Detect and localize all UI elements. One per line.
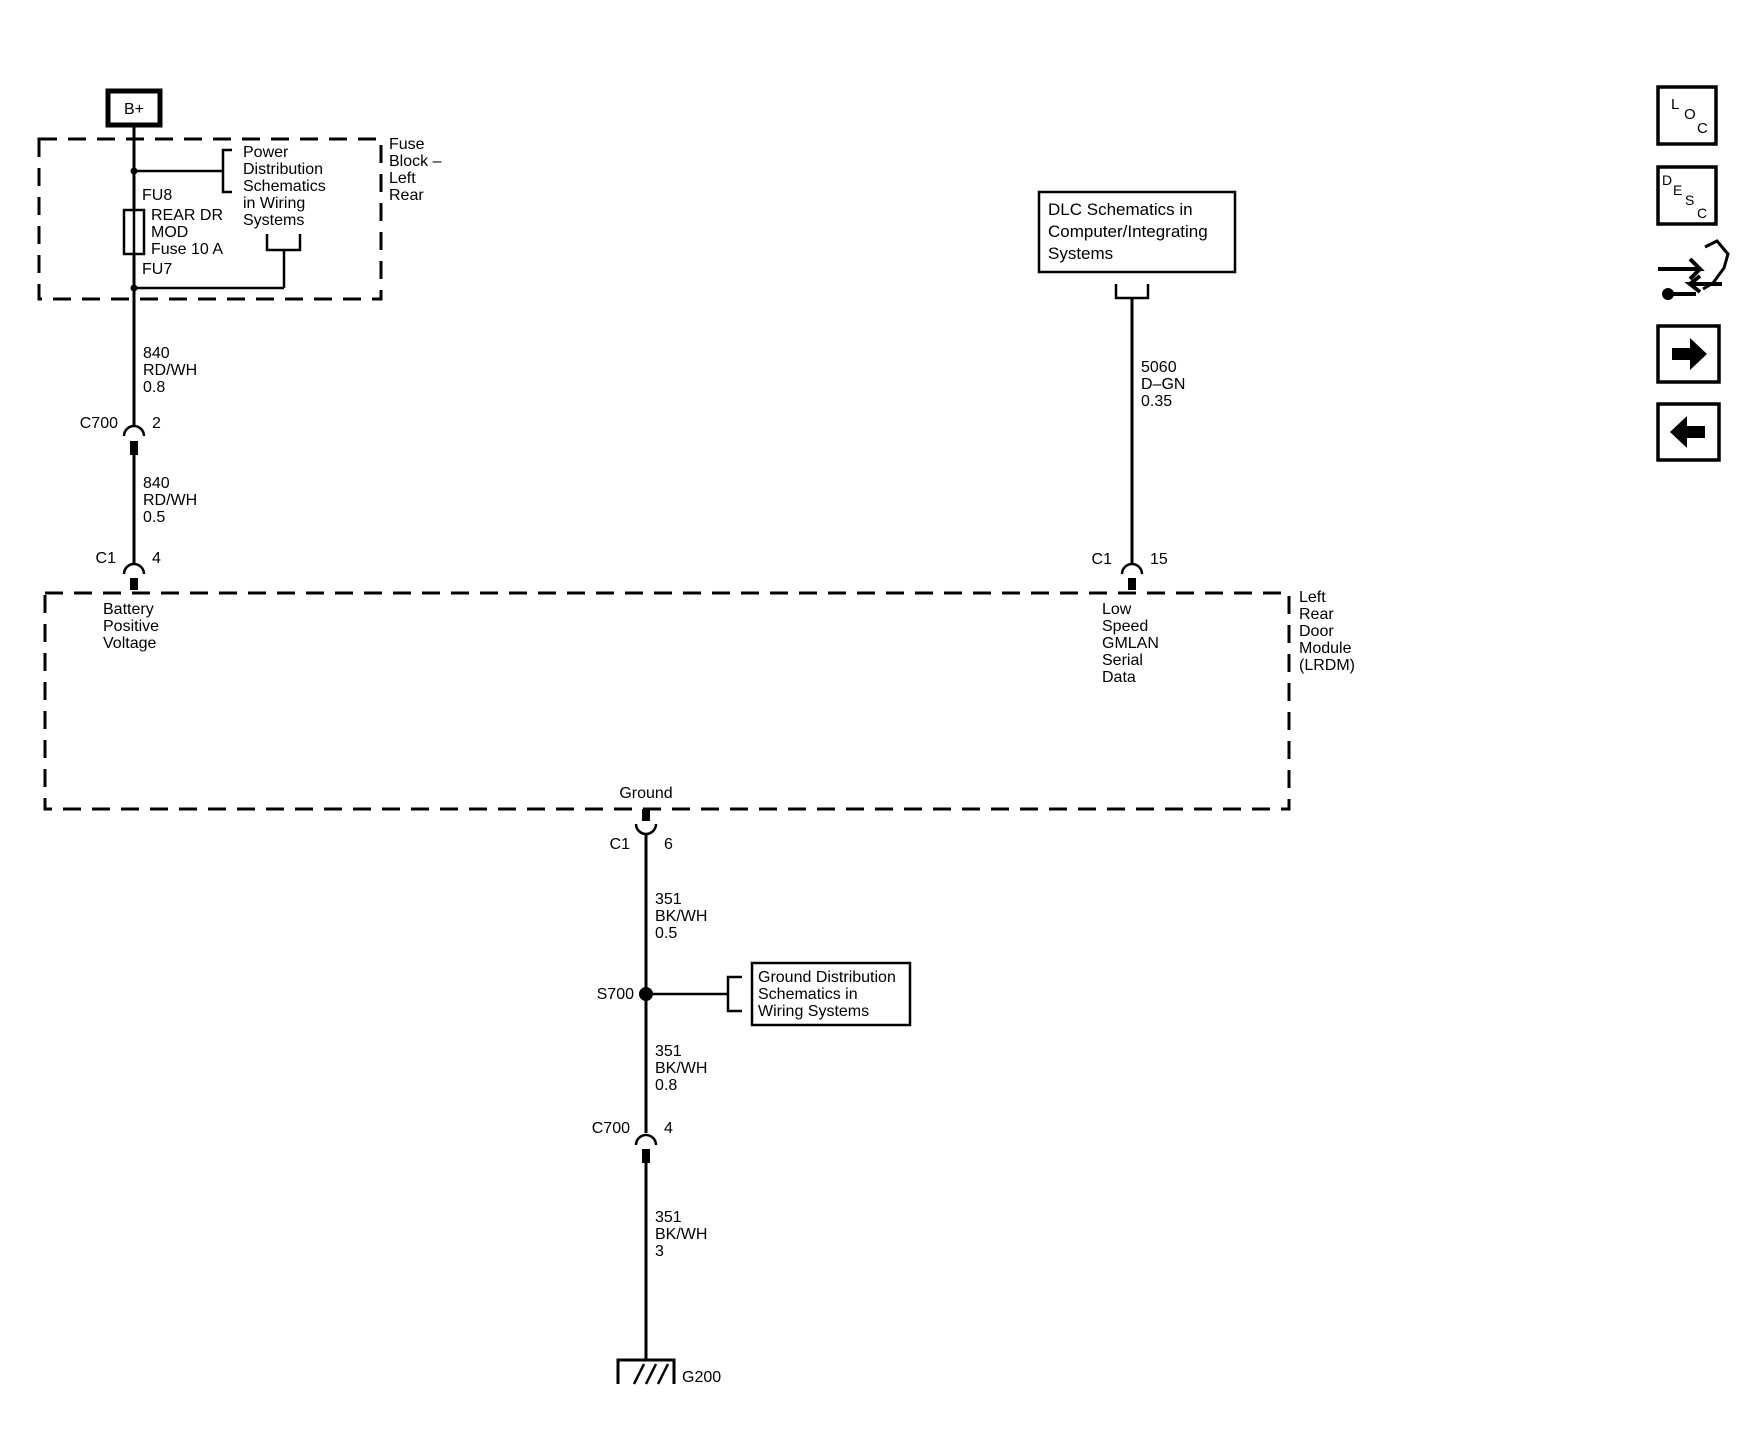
splice-s700: S700 (597, 986, 653, 1003)
connector-c1-power: C1 4 (96, 550, 161, 590)
svg-text:C700: C700 (80, 415, 118, 432)
arrow-left-icon[interactable] (1656, 402, 1721, 462)
power-dist-ref-bracket-lower (265, 234, 302, 252)
wire-351-b-label: 351 BK/WH 0.8 (655, 1043, 712, 1094)
left-rear-door-module: Left Rear Door Module (LRDM) Battery Pos… (43, 589, 1356, 811)
dlc-reference-box[interactable]: DLC Schematics in Computer/Integrating S… (1037, 190, 1237, 274)
svg-text:O: O (1684, 106, 1696, 123)
wire-351-a-label: 351 BK/WH 0.5 (655, 891, 712, 942)
battery-label: B+ (124, 101, 144, 118)
connector-c1-data: C1 15 (1092, 551, 1168, 590)
dlc-reference-text: DLC Schematics in Computer/Integrating S… (1048, 200, 1212, 263)
power-dist-ref-bracket (221, 148, 232, 194)
svg-text:C700: C700 (592, 1120, 630, 1137)
fuse-bottom-terminal: FU7 (142, 261, 172, 278)
svg-text:15: 15 (1150, 551, 1168, 568)
module-name: Left Rear Door Module (LRDM) (1299, 589, 1356, 674)
svg-text:6: 6 (664, 836, 673, 853)
dlc-ref-bracket (1114, 284, 1150, 300)
module-outline (43, 591, 1291, 811)
svg-text:4: 4 (152, 550, 161, 567)
loc-button[interactable]: L O C (1656, 85, 1718, 146)
svg-text:S700: S700 (597, 986, 634, 1003)
fuse-block-left-rear: Fuse Block – Left Rear (37, 136, 446, 301)
svg-text:G200: G200 (682, 1369, 721, 1386)
svg-text:C1: C1 (96, 550, 117, 567)
svg-text:2: 2 (152, 415, 161, 432)
fuse-top-terminal: FU8 (142, 187, 172, 204)
ground-pin-label: Ground (619, 785, 672, 802)
wire-840-a-label: 840 RD/WH 0.8 (143, 345, 202, 396)
power-dist-ref-text: Power Distribution Schematics in Wiring … (243, 144, 330, 229)
svg-text:D: D (1662, 172, 1672, 188)
connector-c700-power: C700 2 (80, 415, 161, 455)
battery-positive-box: B+ (105, 88, 163, 128)
svg-text:C1: C1 (610, 836, 631, 853)
fuse-block-name: Fuse Block – Left Rear (389, 136, 446, 204)
svg-text:S: S (1685, 192, 1694, 208)
desc-button[interactable]: D E S C (1656, 165, 1718, 226)
ground-distribution-reference-box[interactable]: Ground Distribution Schematics in Wiring… (750, 961, 912, 1027)
fuse-block-outline (37, 137, 383, 301)
fuse-label: REAR DR MOD Fuse 10 A (151, 207, 227, 258)
svg-text:C: C (1697, 120, 1708, 137)
svg-text:C: C (1697, 205, 1707, 221)
wire-840-b-label: 840 RD/WH 0.5 (143, 475, 202, 526)
ground-reference-text: Ground Distribution Schematics in Wiring… (758, 969, 900, 1020)
ground-symbol-g200: G200 (616, 1358, 721, 1386)
svg-text:L: L (1671, 96, 1679, 113)
svg-text:E: E (1673, 182, 1682, 198)
arrow-right-icon[interactable] (1656, 324, 1721, 384)
wire-351-c-label: 351 BK/WH 3 (655, 1209, 712, 1260)
connector-end-view-icon[interactable] (1658, 239, 1730, 300)
svg-text:4: 4 (664, 1120, 673, 1137)
connector-c1-ground: C1 6 (610, 809, 673, 853)
connector-c700-ground: C700 4 (592, 1120, 673, 1163)
svg-text:C1: C1 (1092, 551, 1113, 568)
low-speed-gmlan-pin: Low Speed GMLAN Serial Data (1102, 601, 1163, 686)
ground-ref-bracket (726, 975, 742, 1013)
wire-5060-label: 5060 D–GN 0.35 (1141, 359, 1190, 410)
battery-positive-voltage-pin: Battery Positive Voltage (103, 601, 163, 652)
